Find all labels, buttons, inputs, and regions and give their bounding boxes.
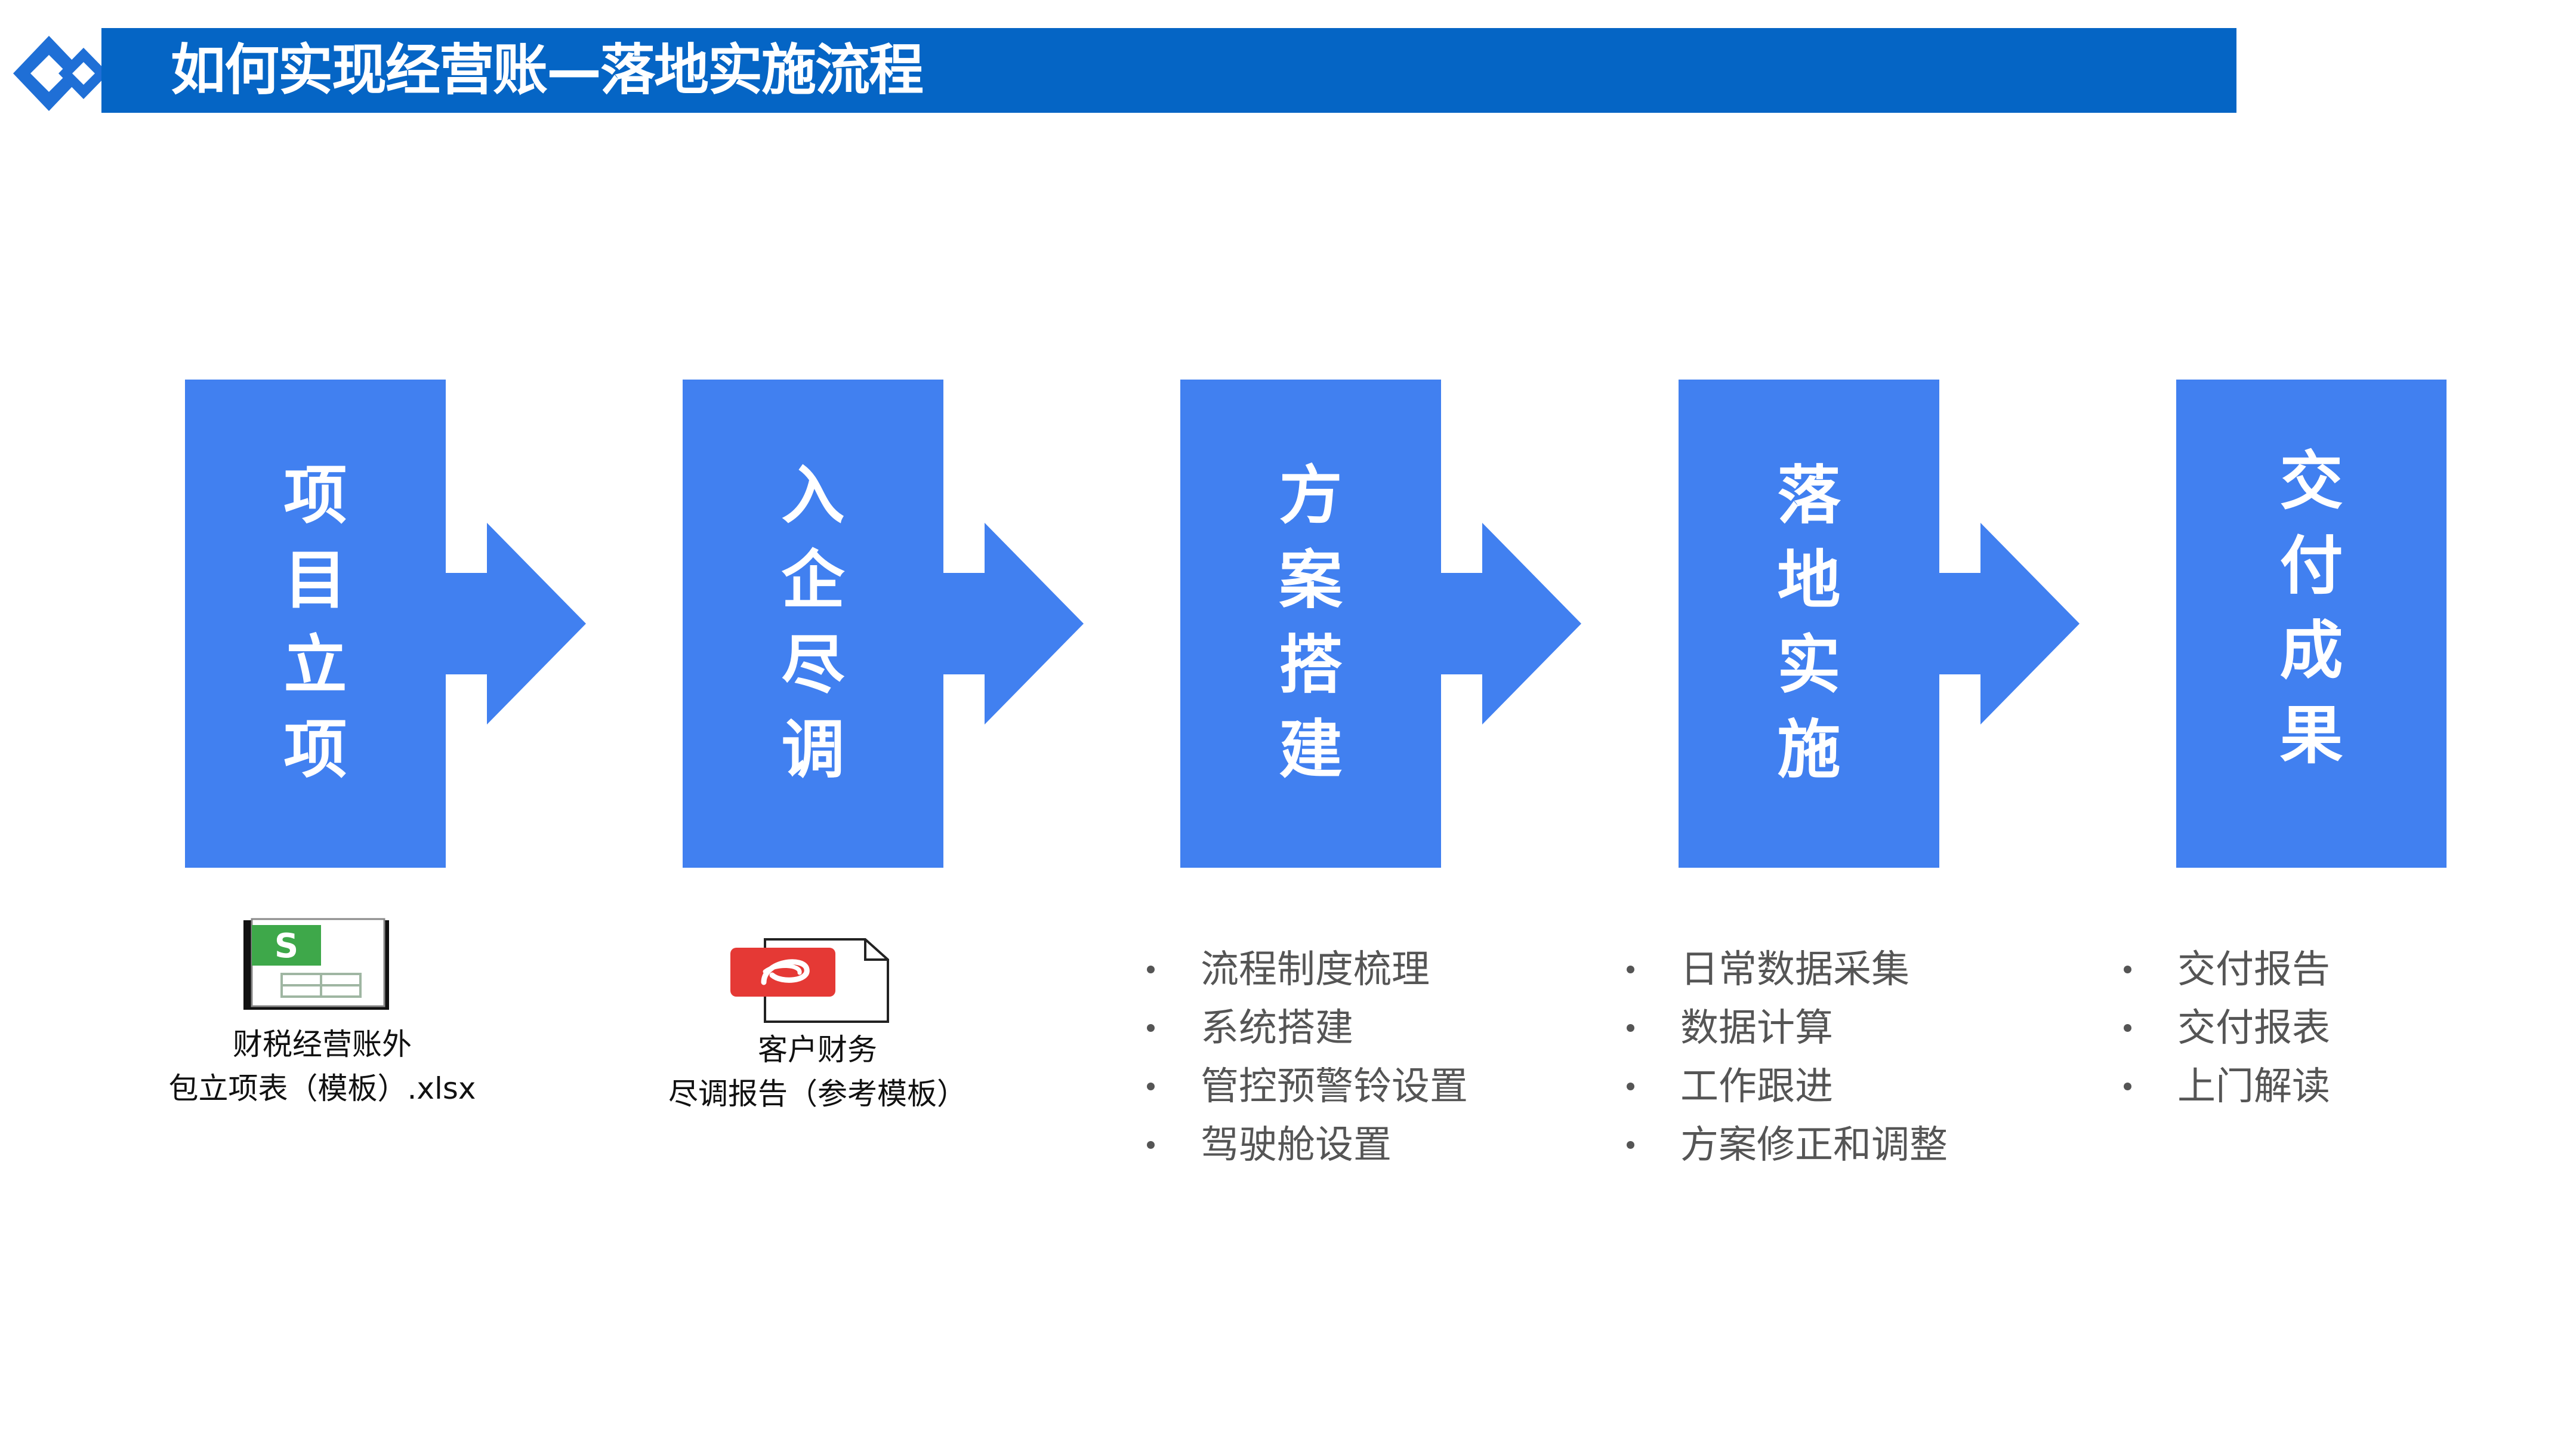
list-item: 系统搭建 <box>1141 999 1468 1058</box>
pdf-file-icon[interactable] <box>729 936 891 1025</box>
list-item: 管控预警铃设置 <box>1141 1058 1468 1116</box>
step-project-initiation: 项目立项 <box>185 380 446 868</box>
step-label: 入企尽调 <box>781 459 845 787</box>
title-bar: 如何实现经营账—落地实施流程 <box>101 28 2236 113</box>
plan-task-list: 流程制度梳理 系统搭建 管控预警铃设置 驾驶舱设置 <box>1141 941 1468 1174</box>
list-item: 工作跟进 <box>1621 1058 1948 1116</box>
attachment-caption-project-table[interactable]: 财税经营账外 包立项表（模板）.xlsx <box>168 1027 476 1106</box>
page-title: 如何实现经营账—落地实施流程 <box>171 38 924 102</box>
list-item: 交付报表 <box>2118 999 2330 1058</box>
list-item: 驾驶舱设置 <box>1141 1116 1468 1174</box>
right-arrow-icon <box>1939 523 2080 724</box>
right-arrow-icon <box>1440 523 1581 724</box>
right-arrow-icon <box>943 523 1084 724</box>
attachment-caption-survey-report[interactable]: 客户财务 尽调报告（参考模板） <box>668 1032 967 1111</box>
step-delivery: 交付成果 <box>2176 380 2447 868</box>
list-item: 上门解读 <box>2118 1058 2330 1116</box>
implementation-task-list: 日常数据采集 数据计算 工作跟进 方案修正和调整 <box>1621 941 1948 1174</box>
step-enterprise-survey: 入企尽调 <box>683 380 943 868</box>
list-item: 数据计算 <box>1621 999 1948 1058</box>
right-arrow-icon <box>445 523 586 724</box>
step-label: 落地实施 <box>1777 459 1841 787</box>
step-label: 交付成果 <box>2279 445 2343 772</box>
list-item: 方案修正和调整 <box>1621 1116 1948 1174</box>
step-implementation: 落地实施 <box>1679 380 1939 868</box>
svg-text:S: S <box>274 927 298 966</box>
double-diamond-logo-icon <box>13 36 109 111</box>
list-item: 交付报告 <box>2118 941 2330 999</box>
step-plan-building: 方案搭建 <box>1180 380 1441 868</box>
step-label: 方案搭建 <box>1279 459 1343 787</box>
step-label: 项目立项 <box>283 459 347 787</box>
list-item: 日常数据采集 <box>1621 941 1948 999</box>
spreadsheet-file-icon[interactable]: S <box>241 917 391 1012</box>
list-item: 流程制度梳理 <box>1141 941 1468 999</box>
delivery-task-list: 交付报告 交付报表 上门解读 <box>2118 941 2330 1116</box>
